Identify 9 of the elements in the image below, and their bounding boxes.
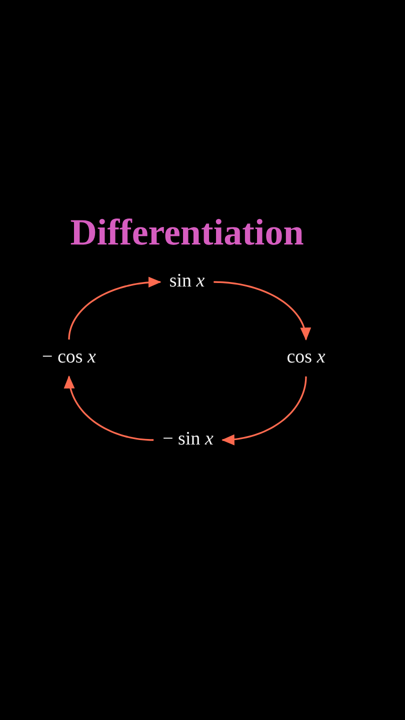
- math-expression: cos x: [284, 346, 328, 370]
- arrow: [214, 281, 312, 341]
- math-expression: sin x: [166, 270, 208, 294]
- title: Differentiation: [70, 212, 304, 254]
- math-expression: − cos x: [39, 346, 99, 370]
- arrow: [68, 276, 162, 340]
- arrow: [64, 375, 154, 441]
- math-expression: − sin x: [160, 428, 216, 452]
- arrow: [221, 376, 307, 446]
